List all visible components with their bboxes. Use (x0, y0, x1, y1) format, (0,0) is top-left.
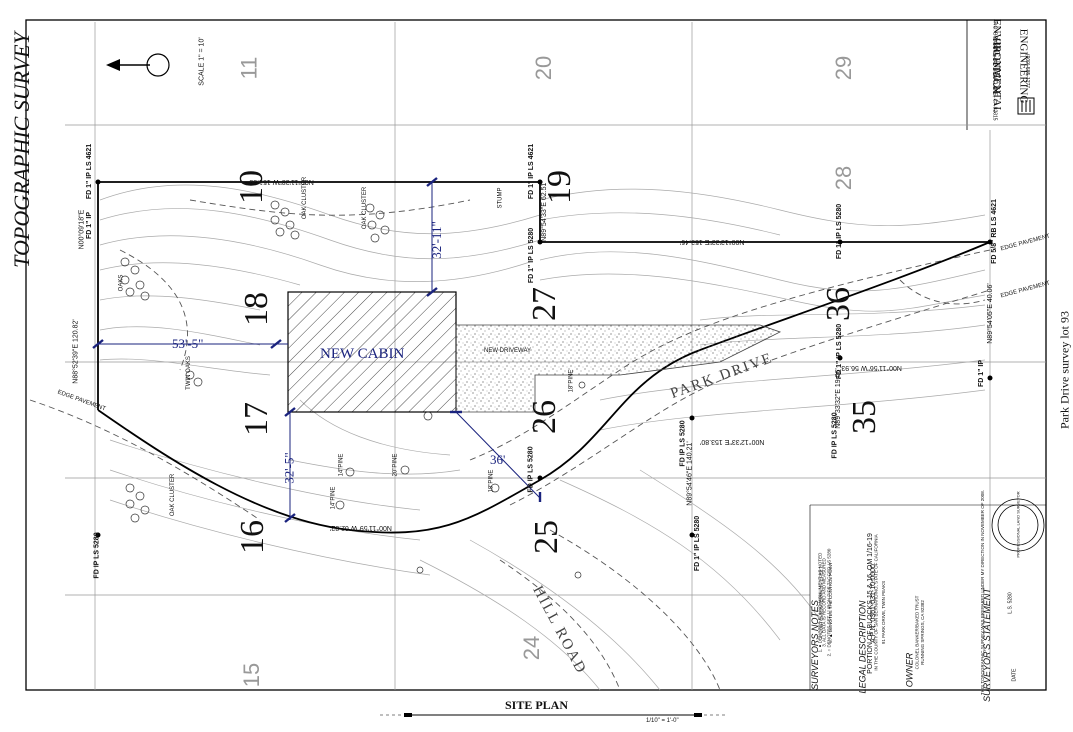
fd-left: FD 1" IP (86, 211, 94, 240)
tree-pine-3: 14"PINE (330, 486, 337, 510)
fd-top-left: FD 1" IP LS 4621 (86, 143, 94, 200)
dim-driveway: 36' (490, 452, 506, 467)
bearing-middle-vertical: N89°54'33"E 62.51' (540, 181, 548, 242)
lot-25: 25 (528, 520, 565, 554)
bearing-bottom: N00°11'59"W 62.82' (330, 524, 392, 531)
new-cabin-label: NEW CABIN (320, 346, 405, 362)
survey-title: TOPOGRAPHIC SURVEY (9, 32, 34, 268)
property-boundary (98, 181, 990, 243)
driveway-label: NEW DRIVEWAY (484, 348, 532, 354)
fd-right-top: FD 1" IP LS 5280 (836, 203, 844, 260)
monument-markers (95, 179, 993, 538)
new-cabin-footprint (287, 291, 457, 413)
tree-pine-4: 18"PINE (488, 469, 495, 493)
firm-logo (1017, 97, 1035, 115)
legal-address: 91 PARK DRIVE, TWIN PEAKS (881, 580, 887, 645)
legal-apn: A.P.N. 0361-031-10-0000 (869, 564, 877, 643)
bearing-far-left: N00°09'18"E (78, 209, 86, 250)
north-scale-note: SCALE 1" = 10' (198, 37, 206, 86)
lot-28: 28 (831, 165, 857, 191)
tree-pine-2: 20"PINE (392, 453, 399, 477)
lot-16: 16 (234, 520, 271, 554)
scale-note: 1/10" = 1'-0" (646, 718, 679, 724)
lot-27: 27 (526, 287, 563, 321)
lot-11: 11 (236, 56, 262, 80)
firm-phone: (909) 585-1277 (1024, 53, 1031, 89)
owner-line-1: COLONEL BANKER/BAKED TRUST (914, 595, 920, 670)
lot-26: 26 (526, 400, 563, 434)
tree-twin-oaks: TWIN OAKS (185, 356, 192, 390)
tree-oak-lower: OAK CLUSTER (170, 473, 177, 517)
tree-symbols (120, 200, 586, 579)
lot-15: 15 (239, 662, 265, 688)
fd-right-mid: FD 1" IP LS 5280 (836, 323, 844, 380)
pavement-edges (29, 199, 991, 691)
fd-lower-right: FD 1" IP (978, 359, 986, 388)
fd-top-mid: FD 1" IP LS 4621 (528, 143, 536, 200)
fd-lower-mid: FD IP LS 5280 (679, 420, 687, 467)
lot-35: 35 (846, 400, 883, 434)
notes-frame (809, 504, 1046, 690)
tree-oaks-left: OAKS (118, 274, 125, 292)
bearing-left-vertical: N88°52'39"E 120.82' (72, 319, 80, 384)
site-plan-caption: SITE PLAN (504, 698, 569, 712)
boundary-curve (97, 241, 991, 534)
lot-17: 17 (238, 402, 275, 436)
tree-pine-5: 18"PINE (568, 369, 575, 393)
fd-far-right: FD 5/8" RB LS 4621 (990, 199, 998, 264)
owner-line-2: RUNNING SPRINGS, CA 92382 (919, 600, 925, 665)
lot-grid (65, 22, 1046, 690)
bearing-mid-right2: N00°11'56"W 56.93' (840, 364, 902, 371)
fd-center: FD IP LS 5280 (527, 446, 535, 493)
dim-bottom: 32'-5" (281, 452, 297, 484)
side-label: Park Drive survey lot 93 (1057, 311, 1072, 429)
stamp-text: PROFESSIONAL LAND SURVEYOR (1015, 491, 1021, 558)
firm-address: P.O. BOX 4436, BIG BEAR LAKE, CA 92315 (991, 21, 998, 121)
surveyors-note-5: 5. ▲ DENOTES THE CONTROL POINT (827, 562, 833, 643)
stump-label: STUMP (497, 187, 504, 209)
lot-36: 36 (820, 287, 857, 321)
tree-oak-top: OAK CLUSTER (302, 176, 309, 220)
scale-bar (380, 713, 725, 717)
bearing-right-edge: N89°54'05"E 40.06' (986, 283, 994, 344)
north-arrow (106, 53, 170, 77)
bearing-lower-vertical: N89°54'46"E 140.21' (686, 441, 694, 506)
sheet-border (25, 19, 1047, 691)
new-driveway (455, 324, 782, 413)
lot-10: 10 (233, 170, 270, 204)
lot-29: 29 (831, 55, 857, 81)
dim-left: 53'-5" (172, 336, 204, 351)
dim-top: 32'-11" (428, 221, 444, 259)
lot-20: 20 (531, 55, 557, 81)
fd-bottom-left: FD IP LS 5280 (93, 532, 101, 579)
bearing-mid-right: N00°12'33"E 153.80' (700, 438, 765, 445)
fd-bottom-mid: FD 1" IP LS 5280 (694, 515, 702, 572)
statement-signer: L.S. 5280 (1007, 592, 1014, 614)
dimension-ticks (92, 177, 542, 523)
tree-oak-cluster2: OAK CLUSTER (362, 186, 369, 230)
owner-title: OWNER (904, 652, 915, 688)
surveyors-note-4: 4. CONTOUR INTERVAL IS 2 FEET (818, 566, 824, 639)
bearing-right-top: N00°13'33"E 153.46' (680, 238, 745, 245)
fd-right-low: FD IP LS 5280 (831, 412, 839, 459)
lot-24: 24 (519, 635, 545, 661)
statement-text: THIS TOPOGRAPHIC SURVEY WAS PREPARED UND… (980, 489, 986, 696)
contour-lines (99, 184, 986, 691)
tree-pine-1: 14"PINE (338, 453, 345, 477)
fd-mid: FD 1" IP LS 5280 (528, 227, 536, 284)
statement-date: DATE (1011, 668, 1018, 682)
lot-18: 18 (238, 292, 275, 326)
dimension-lines (98, 182, 541, 520)
